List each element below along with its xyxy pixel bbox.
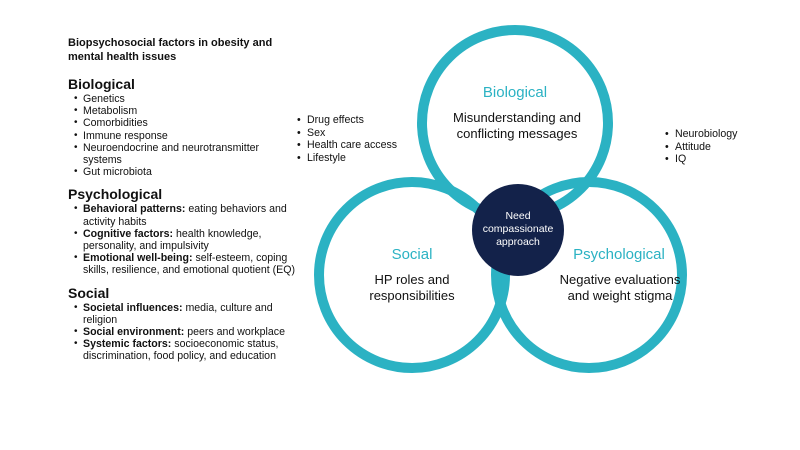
section-psychological: Psychological Behavioral patterns: eatin… (68, 186, 298, 276)
section-title-social: Social (68, 284, 110, 301)
diagram-title: Biopsychosocial factors in obesity and m… (68, 37, 273, 63)
social-circle (314, 177, 510, 373)
list-item: Neurobiology (665, 128, 775, 141)
list-item: Behavioral patterns: eating behaviors an… (74, 203, 298, 227)
psychological-side-list: Neurobiology Attitude IQ (665, 128, 775, 166)
factors-panel: Biopsychosocial factors in obesity and m… (68, 36, 298, 371)
list-item: Systemic factors: socioeconomic status, … (74, 338, 298, 362)
list-item: Attitude (665, 141, 775, 154)
social-side-list: Drug effects Sex Health care access Life… (297, 114, 427, 164)
list-item: Emotional well-being: self-esteem, copin… (74, 252, 298, 276)
list-item: Social environment: peers and workplace (74, 326, 298, 338)
social-factors-list: Societal influences: media, culture and … (68, 302, 298, 363)
social-label: Social (391, 246, 433, 263)
list-item: Cognitive factors: health knowledge, per… (74, 228, 298, 252)
list-item: Gut microbiota (74, 166, 298, 178)
psychological-overlap-text: Negative evaluations and weight stigma (559, 272, 681, 303)
list-item: Lifestyle (297, 152, 427, 165)
list-item: Sex (297, 127, 427, 140)
list-item: Comorbidities (74, 117, 298, 129)
list-item: Immune response (74, 130, 298, 142)
section-title-biological: Biological (68, 76, 135, 92)
list-item: Societal influences: media, culture and … (74, 302, 298, 326)
center-circle (472, 184, 564, 276)
list-item: Genetics (74, 93, 298, 105)
section-biological: Biological Genetics Metabolism Comorbidi… (68, 76, 298, 179)
psychological-factors-list: Behavioral patterns: eating behaviors an… (68, 203, 298, 276)
list-item: Drug effects (297, 114, 427, 127)
list-item: Metabolism (74, 105, 298, 117)
psychological-circle (491, 177, 687, 373)
section-title-psychological: Psychological (68, 186, 163, 203)
biological-overlap-text: Misunderstanding and conflicting message… (453, 110, 581, 141)
list-item: Neuroendocrine and neurotransmitter syst… (74, 142, 298, 166)
biological-label: Biological (482, 84, 548, 101)
social-overlap-text: HP roles and responsibilities (369, 272, 455, 303)
center-text: Need compassionate approach (482, 210, 554, 248)
list-item: Health care access (297, 139, 427, 152)
list-item: IQ (665, 153, 775, 166)
biological-factors-list: Genetics Metabolism Comorbidities Immune… (68, 93, 298, 179)
section-social: Social Societal influences: media, cultu… (68, 285, 298, 363)
psychological-label: Psychological (573, 246, 665, 263)
